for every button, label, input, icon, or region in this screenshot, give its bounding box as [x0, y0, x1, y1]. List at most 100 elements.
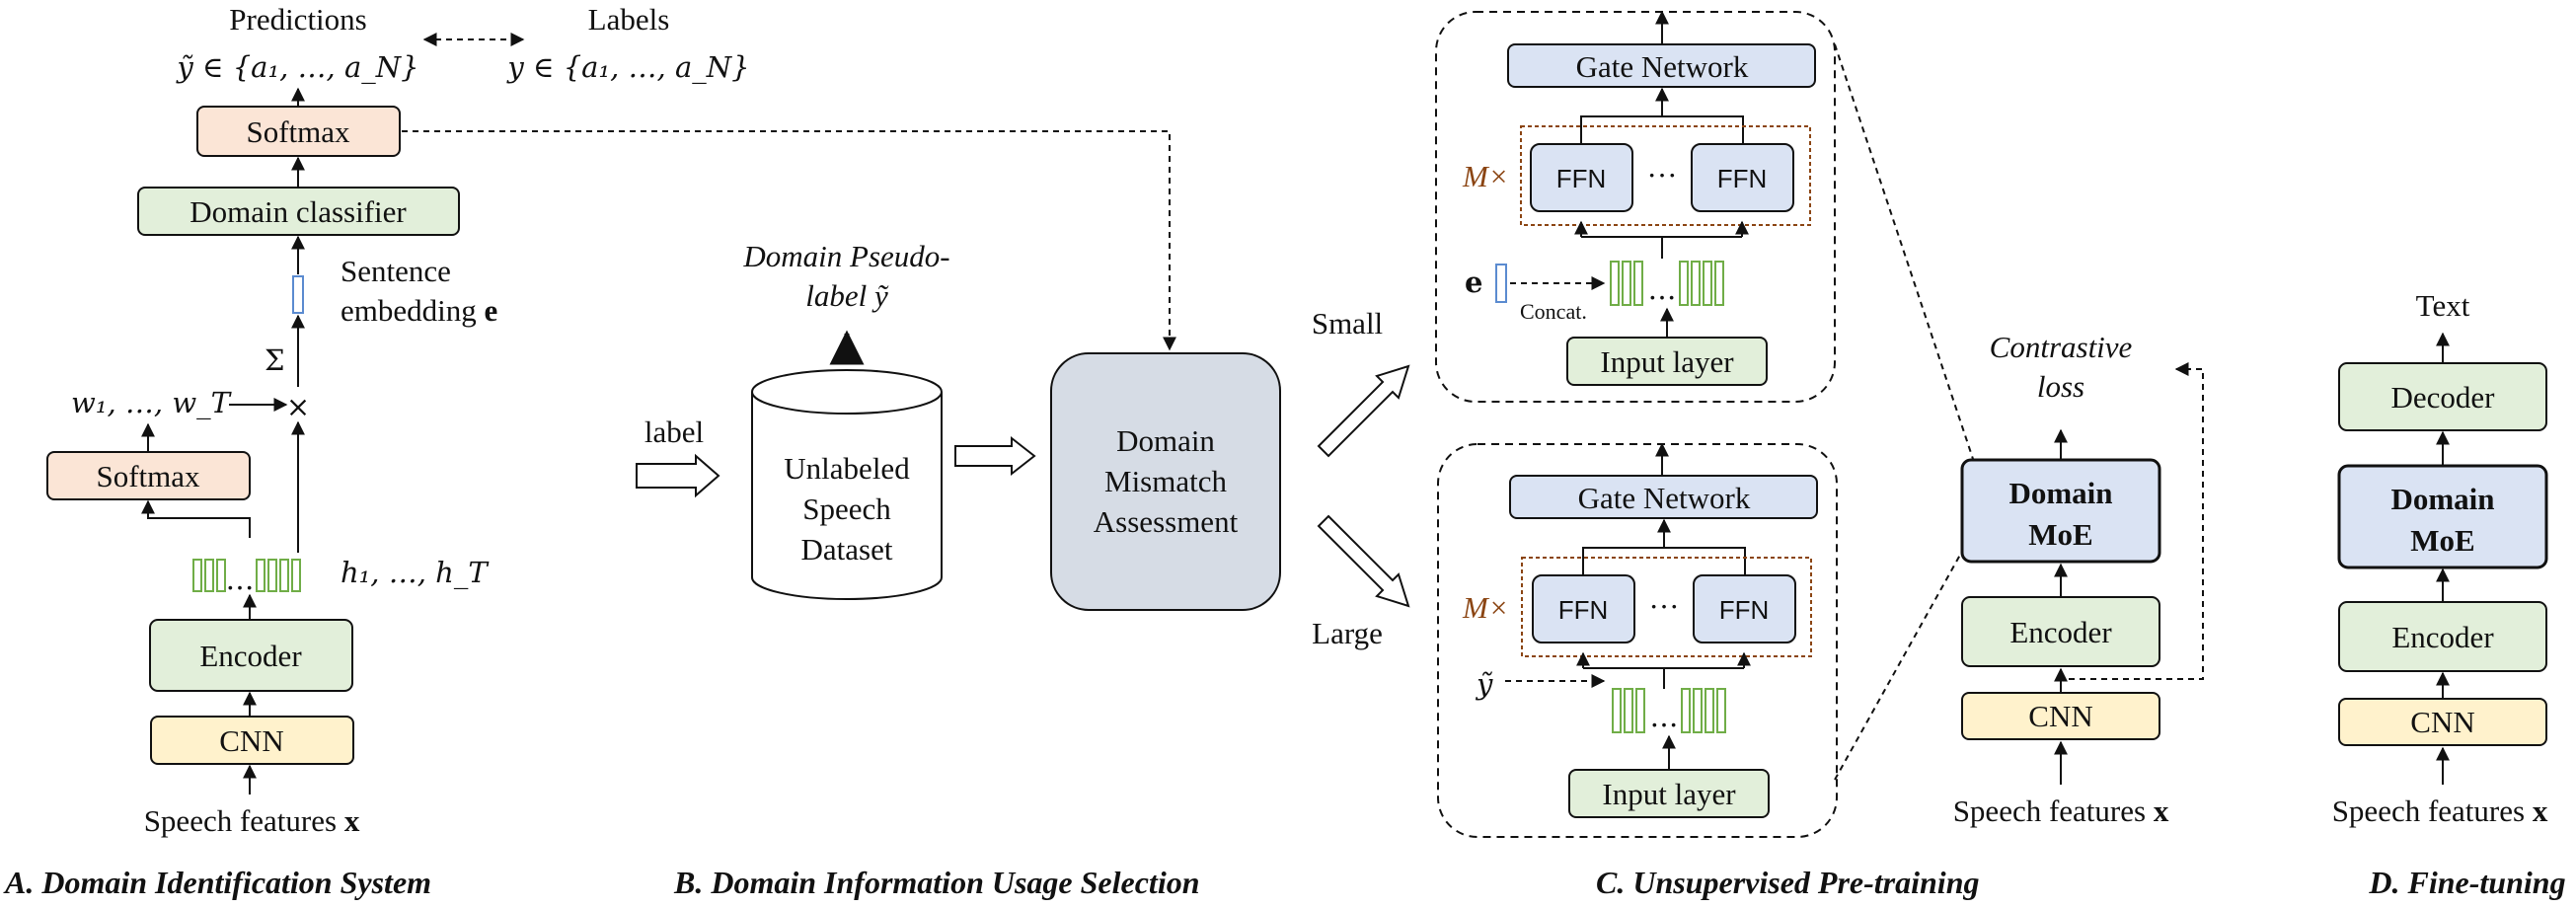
domain-mismatch-assessment-box: [1050, 352, 1281, 611]
speech-features-a: Speech features x: [144, 803, 360, 838]
softmax-to-assessment-dashed-arrow: [402, 130, 1176, 351]
large-ffn-box-1: [1532, 574, 1635, 643]
caption-c: C. Unsupervised Pre-training: [1596, 865, 1979, 900]
sentence-embedding-line1: Sentence: [341, 254, 451, 288]
attention-weights: w₁, …, w_T: [71, 386, 233, 420]
small-ffn-ellipsis: ···: [1647, 158, 1678, 192]
zoom-line-top: [1834, 43, 1975, 463]
features-to-softmax-left-arrow: [141, 499, 251, 538]
prediction-set: ỹ ∈ {a₁, …, a_N}: [175, 50, 418, 85]
pretrain-domain-moe-line1: Domain: [2008, 476, 2112, 510]
large-ffn-label-1: FFN: [1558, 595, 1609, 625]
softmax-left-box: [46, 451, 251, 500]
panel-d: Text Decoder Domain MoE Encoder CNN Spee…: [2332, 288, 2566, 900]
encoder-a-label: Encoder: [199, 639, 302, 673]
cnn-a-label: CNN: [219, 723, 283, 758]
decoder-label: Decoder: [2391, 380, 2496, 415]
large-input-features: …: [1612, 688, 1726, 733]
assessment-line1: Domain: [1116, 423, 1215, 458]
small-gate-network-box: [1507, 43, 1816, 88]
pretrain-domain-moe-box: [1960, 458, 2161, 564]
output-text-label: Text: [2416, 288, 2470, 323]
pretrain-speech-features: Speech features x: [1953, 794, 2169, 828]
finetune-encoder-label: Encoder: [2391, 620, 2494, 654]
label-word: label: [644, 415, 704, 449]
dataset-line1: Unlabeled: [784, 451, 910, 486]
finetune-speech-features: Speech features x: [2332, 794, 2548, 828]
small-ffn-merge-lines: [1580, 115, 1744, 143]
assessment-line2: Mismatch: [1104, 464, 1227, 498]
small-ffn-label-1: FFN: [1556, 164, 1607, 193]
hidden-states-label: h₁, …, h_T: [341, 556, 490, 590]
encoder-a-box: [149, 619, 353, 692]
softmax-left-label: Softmax: [96, 459, 200, 493]
pseudo-label-line2: label ỹ: [805, 278, 889, 313]
svg-text:…: …: [226, 563, 255, 596]
small-embedding-symbol: e: [1465, 265, 1482, 299]
caption-d: D. Fine-tuning: [2368, 865, 2565, 900]
large-m-times: M×: [1462, 590, 1509, 625]
panel-c-large-moe: Gate Network M× FFN ··· FFN ỹ … Input la…: [1437, 442, 1838, 838]
dataset-to-assessment-hollow-arrow: [954, 435, 1036, 477]
small-ffn-box-2: [1691, 143, 1794, 212]
small-branch-hollow-arrow: [1317, 364, 1410, 458]
small-moe-expert-frame: [1520, 125, 1811, 226]
domain-classifier-box: [137, 187, 460, 236]
sentence-embedding-vector: [292, 275, 304, 314]
hidden-states-features: …: [192, 559, 301, 596]
finetune-domain-moe-line2: MoE: [2410, 523, 2474, 558]
svg-text:…: …: [1648, 272, 1677, 306]
panel-a: Predictions Labels ỹ ∈ {a₁, …, a_N} y ∈ …: [3, 2, 750, 900]
large-input-layer-box: [1568, 769, 1770, 818]
assessment-line3: Assessment: [1094, 504, 1239, 539]
contrastive-loss-line1: Contrastive: [1990, 330, 2133, 364]
pretrain-encoder-label: Encoder: [2009, 615, 2112, 649]
small-branch-label: Small: [1312, 306, 1383, 340]
pseudo-label-line1: Domain Pseudo-: [742, 239, 949, 273]
large-ffn-ellipsis: ···: [1649, 589, 1680, 624]
panel-c-pretrain-stack: Contrastive loss Domain MoE Encoder CNN …: [1596, 330, 2204, 900]
multiply-symbol: ×: [286, 390, 310, 423]
large-input-layer-label: Input layer: [1602, 777, 1736, 811]
softmax-top-box: [196, 106, 401, 157]
large-ffn-label-2: FFN: [1719, 595, 1770, 625]
sentence-embedding-line2: embedding e: [341, 293, 497, 328]
caption-a: A. Domain Identification System: [3, 865, 431, 900]
cnn-a-box: [150, 716, 354, 765]
large-gate-network-label: Gate Network: [1578, 481, 1751, 515]
label-set: y ∈ {a₁, …, a_N}: [505, 50, 749, 85]
panel-c-small-moe: Gate Network M× FFN ··· FFN e Concat. …: [1435, 10, 1836, 403]
large-ffn-merge-lines: [1582, 547, 1746, 574]
unlabeled-dataset-cylinder: [751, 369, 943, 600]
labels-label: Labels: [588, 2, 670, 37]
panel-b: label Domain Pseudo- label ỹ Unlabeled S…: [636, 239, 1410, 900]
small-input-layer-box: [1566, 337, 1768, 386]
small-gate-network-label: Gate Network: [1576, 49, 1749, 84]
large-branch-label: Large: [1312, 616, 1383, 650]
sum-symbol: Σ: [265, 343, 285, 377]
dataset-line3: Dataset: [801, 532, 893, 567]
svg-text:…: …: [1650, 700, 1679, 733]
softmax-top-label: Softmax: [246, 114, 350, 149]
large-branch-hollow-arrow: [1317, 514, 1410, 608]
label-hollow-arrow: [636, 453, 720, 498]
pretrain-domain-moe-line2: MoE: [2028, 517, 2092, 552]
small-ffn-box-1: [1530, 143, 1633, 212]
predictions-label: Predictions: [229, 2, 367, 37]
contrastive-loss-line2: loss: [2037, 369, 2084, 404]
caption-b: B. Domain Information Usage Selection: [673, 865, 1200, 900]
small-input-features: …: [1610, 261, 1724, 306]
pretrain-cnn-box: [1961, 692, 2160, 740]
finetune-domain-moe-box: [2337, 464, 2548, 569]
finetune-cnn-label: CNN: [2410, 705, 2474, 739]
finetune-encoder-box: [2338, 601, 2547, 672]
small-concat-label: Concat.: [1520, 299, 1587, 324]
large-gate-network-box: [1509, 475, 1818, 519]
decoder-box: [2338, 362, 2547, 431]
finetune-domain-moe-line1: Domain: [2390, 482, 2494, 516]
dataset-line2: Speech: [802, 492, 891, 526]
large-ffn-box-2: [1693, 574, 1796, 643]
small-ffn-label-2: FFN: [1717, 164, 1768, 193]
finetune-cnn-box: [2338, 698, 2547, 746]
